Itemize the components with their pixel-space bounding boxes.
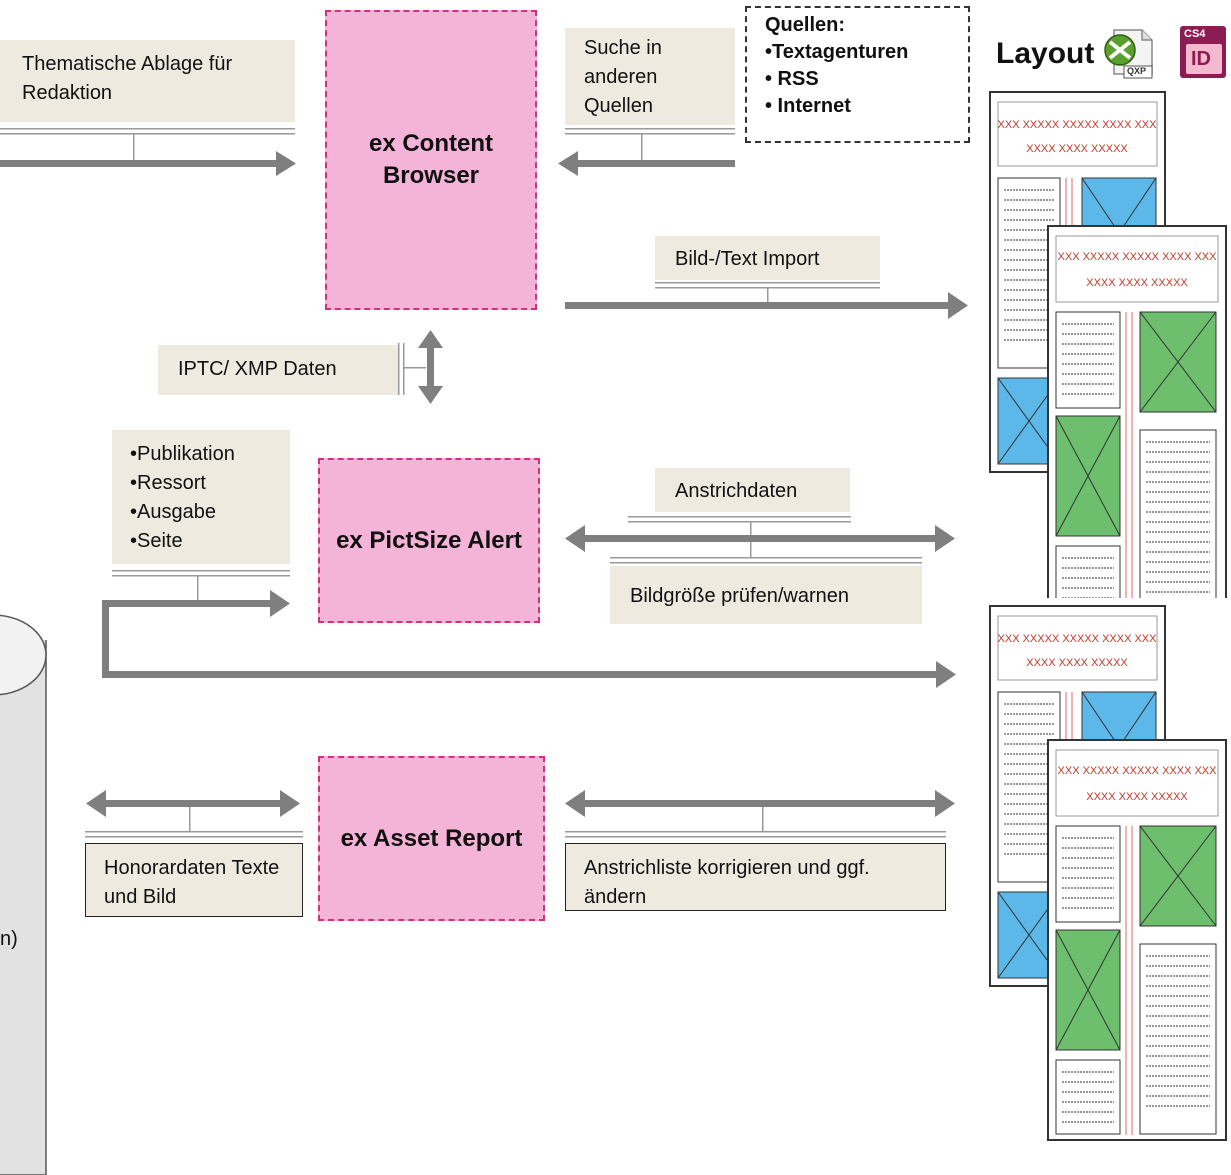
layout-page-front-1 [1047,225,1227,598]
image-text-import-label: Bild-/Text Import [655,236,880,280]
arrow-thematic-to-browser [0,128,296,176]
database-cylinder [0,614,47,1175]
arrow-anstrich-list [565,790,955,838]
iptc-xmp-text: IPTC/ XMP Daten [178,358,337,380]
id-badge-text: ID [1191,48,1211,70]
sources-title: Quellen: [765,14,846,36]
arrow-iptc-vertical [398,330,443,404]
sources-item: • Internet [765,95,851,117]
sources-box: Quellen: •Textagenturen • RSS • Internet [745,6,970,143]
anstrich-list-text: Anstrichliste korrigieren und ggf. änder… [584,857,870,908]
layout-page-front-2 [1047,739,1227,1141]
content-browser-title: ex Content Browser [368,130,493,189]
side-fragment-text: n) [0,928,18,950]
arrow-import-to-layout [565,282,968,319]
arrow-sources-to-browser [558,128,735,176]
indesign-icon: CS4 ID [1180,26,1228,80]
arrow-fee-data [85,790,303,838]
arrow-publication-to-pictsize [102,570,956,688]
indesign-icon-panel [1186,44,1222,74]
publication-item: •Publikation [130,443,235,465]
pictsize-alert-module[interactable]: ex PictSize Alert [318,458,540,623]
fee-data-text: Honorardaten Texte und Bild [104,857,280,908]
publication-list: •Publikation •Ressort •Ausgabe •Seite [112,430,290,564]
publication-item: •Seite [130,530,183,552]
sources-item: •Textagenturen [765,41,909,63]
thematic-storage-label: Thematische Ablage für Redaktion [0,40,295,122]
image-size-check-label: Bildgröße prüfen/warnen [610,566,922,624]
search-sources-text: Suche in anderen Quellen [584,37,662,117]
qxp-badge-text: QXP [1127,66,1147,76]
cs4-badge-text: CS4 [1184,28,1206,40]
asset-report-title: ex Asset Report [340,824,523,852]
search-sources-label: Suche in anderen Quellen [565,28,735,125]
anstrich-list-label: Anstrichliste korrigieren und ggf. änder… [565,843,946,911]
sources-item: • RSS [765,68,819,90]
image-text-import-text: Bild-/Text Import [675,248,820,270]
content-browser-module[interactable]: ex Content Browser [325,10,537,310]
publication-item: •Ausgabe [130,501,216,523]
anstrich-data-label: Anstrichdaten [655,468,850,512]
thematic-storage-text: Thematische Ablage für Redaktion [22,53,233,104]
arrow-pictsize-layout [565,516,955,564]
pictsize-alert-title: ex PictSize Alert [336,526,522,554]
publication-item: •Ressort [130,472,206,494]
anstrich-data-text: Anstrichdaten [675,480,798,502]
image-size-check-text: Bildgröße prüfen/warnen [630,585,850,607]
asset-report-module[interactable]: ex Asset Report [318,756,545,921]
fee-data-label: Honorardaten Texte und Bild [85,843,303,917]
quarkxpress-icon: QXP [1100,26,1156,80]
iptc-xmp-label: IPTC/ XMP Daten [158,345,398,395]
layout-title: Layout [996,37,1095,70]
